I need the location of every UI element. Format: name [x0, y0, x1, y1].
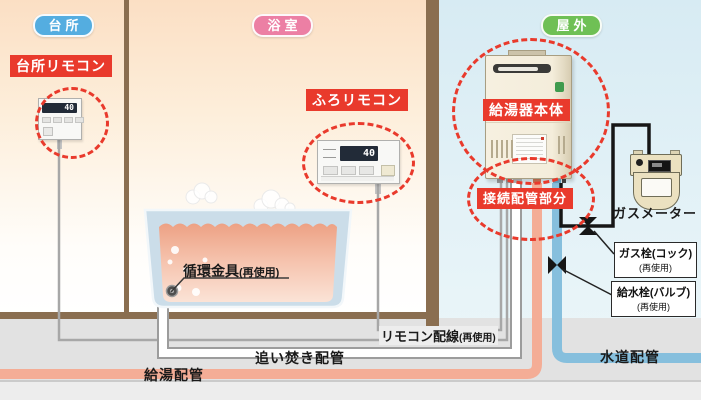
highlight-ellipse-kitchen-remote	[35, 87, 109, 159]
water-valve-pointer	[561, 268, 613, 296]
zone-pill-outdoor: 屋外	[541, 14, 602, 37]
label-circulation-fitting: 循環金具(再使用)	[183, 263, 280, 279]
callout-heater-body: 給湯器本体	[483, 99, 570, 121]
callout-connection-piping: 接続配管部分	[477, 188, 574, 209]
bath-water	[159, 223, 337, 302]
steam-cloud	[185, 182, 296, 214]
callout-kitchen-remote: 台所リモコン	[10, 55, 112, 77]
label-water-supply-pipe: 水道配管	[600, 349, 660, 365]
outer-wall	[426, 0, 439, 330]
gas-valve-pointer	[593, 230, 615, 255]
gas-meter-window	[641, 178, 672, 197]
gas-meter-body	[633, 172, 680, 210]
highlight-ellipse-connection	[467, 157, 595, 241]
ground-lower-band	[0, 380, 701, 400]
label-remote-wiring: リモコン配線(再使用)	[379, 326, 498, 345]
label-hot-water-pipe: 給湯配管	[144, 367, 204, 383]
water-supply-pipe	[552, 183, 701, 363]
gas-meter-dial	[636, 159, 643, 166]
kitchen-remote-wire	[57, 137, 509, 342]
reheating-pipe	[159, 183, 520, 357]
highlight-ellipse-bath-remote	[302, 122, 415, 204]
hot-water-pipe	[0, 183, 542, 379]
zone-pill-kitchen: 台所	[33, 14, 94, 37]
kitchen-bath-wall	[124, 0, 129, 312]
zone-pill-bathroom: 浴室	[252, 14, 313, 37]
label-reheating-pipe: 追い焚き配管	[255, 350, 345, 366]
label-water-valve: 給水栓(バルブ) (再使用)	[611, 281, 696, 317]
label-gas-meter: ガスメーター	[612, 206, 697, 221]
house-floor	[0, 312, 438, 319]
callout-bath-remote: ふろリモコン	[306, 89, 408, 111]
gas-meter-display	[648, 160, 671, 172]
circulation-pointer	[170, 277, 289, 293]
label-gas-cock: ガス栓(コック) (再使用)	[614, 242, 697, 278]
